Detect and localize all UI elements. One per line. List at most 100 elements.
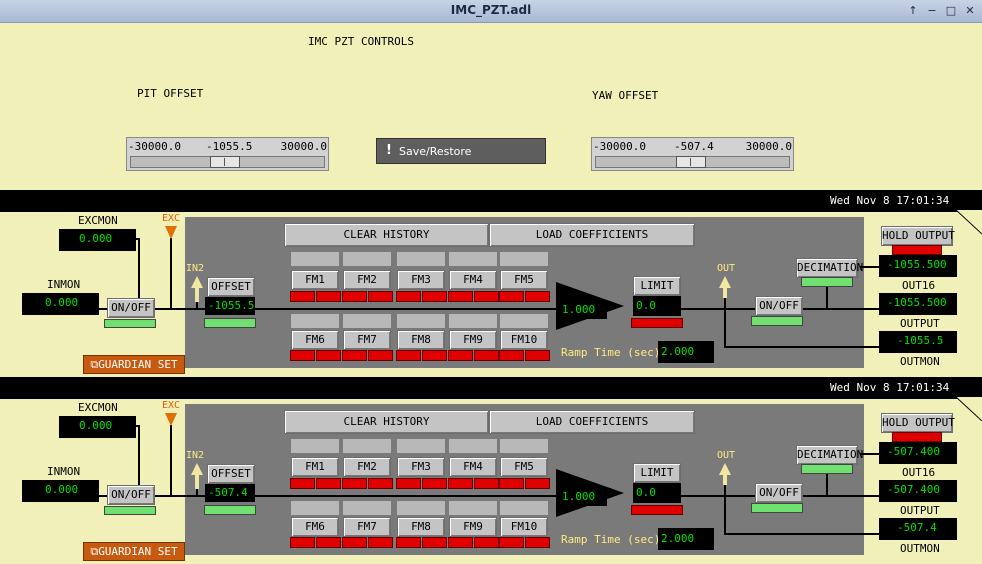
fm9-button[interactable]: FM9	[449, 517, 497, 537]
wire	[196, 300, 198, 310]
out-label: OUT	[717, 450, 736, 461]
pit-offset-label: PIT OFFSET	[137, 87, 204, 100]
maximize-window-icon[interactable]: □	[945, 4, 957, 17]
input-onoff-button[interactable]: ON/OFF	[107, 485, 155, 505]
yaw-offset-slider[interactable]: -30000.0 -507.4 30000.0	[591, 137, 794, 171]
fm2-button[interactable]: FM2	[343, 457, 391, 477]
fm-indicator	[500, 314, 548, 328]
pit-offset-slider[interactable]: -30000.0 -1055.5 30000.0	[126, 137, 329, 171]
out16-value: -1055.500	[879, 255, 957, 277]
ramp-time-label: Ramp Time (sec):	[561, 533, 667, 546]
exc-arrow-icon[interactable]	[165, 413, 177, 427]
fm-status-led	[422, 478, 447, 489]
output-onoff-button[interactable]: ON/OFF	[755, 296, 803, 316]
fm-status-led	[474, 537, 499, 548]
fm6-button[interactable]: FM6	[291, 517, 339, 537]
decimation-button[interactable]: DECIMATION	[796, 258, 863, 278]
wire	[724, 346, 880, 348]
fm-status-led	[474, 350, 499, 361]
decimation-button[interactable]: DECIMATION	[796, 445, 863, 465]
fm7-button[interactable]: FM7	[343, 330, 391, 350]
raise-window-icon[interactable]: ↑	[908, 4, 918, 17]
window-titlebar[interactable]: IMC_PZT.adl ↑ − □ ✕	[0, 0, 982, 23]
fm-status-led	[448, 478, 473, 489]
gain-value[interactable]: 1.000	[559, 488, 607, 506]
limit-value[interactable]: 0.0	[633, 296, 681, 316]
fm-status-led	[448, 350, 473, 361]
limit-button[interactable]: LIMIT	[633, 276, 681, 296]
fm5-button[interactable]: FM5	[500, 457, 548, 477]
offset-button[interactable]: OFFSET	[207, 464, 255, 484]
offset-value: -1055.5	[205, 297, 255, 315]
save-restore-button[interactable]: ! Save/Restore	[376, 138, 546, 164]
limit-value[interactable]: 0.0	[633, 483, 681, 503]
output-onoff-button[interactable]: ON/OFF	[755, 483, 803, 503]
fm8-button[interactable]: FM8	[397, 517, 445, 537]
wire	[99, 495, 559, 497]
fm5-button[interactable]: FM5	[500, 270, 548, 290]
fm-status-led	[368, 478, 393, 489]
fm-indicator	[343, 252, 391, 266]
limit-status-led	[631, 318, 683, 328]
offset-button[interactable]: OFFSET	[207, 277, 255, 297]
wire	[170, 425, 172, 495]
in2-arrow-icon[interactable]	[191, 463, 203, 489]
inmon-label: INMON	[47, 278, 81, 291]
fm-status-led	[448, 291, 473, 302]
fm10-button[interactable]: FM10	[500, 330, 548, 350]
pit-slider-thumb[interactable]	[210, 156, 240, 168]
decimation-status-led	[801, 464, 853, 474]
hold-output-button[interactable]: HOLD OUTPUT	[881, 413, 955, 433]
fm-indicator	[291, 252, 339, 266]
fm6-button[interactable]: FM6	[291, 330, 339, 350]
yaw-slider-thumb[interactable]	[676, 156, 706, 168]
gain-value[interactable]: 1.000	[559, 301, 607, 319]
fm9-button[interactable]: FM9	[449, 330, 497, 350]
filter-header-bar	[0, 377, 982, 399]
limit-button[interactable]: LIMIT	[633, 463, 681, 483]
ramp-time-value[interactable]: 2.000	[658, 341, 714, 363]
input-status-led	[104, 319, 156, 328]
out-arrow-icon	[719, 276, 731, 298]
guardian-set-button[interactable]: ⧉GUARDIAN SET	[83, 542, 185, 561]
fm3-button[interactable]: FM3	[397, 457, 445, 477]
hold-output-button[interactable]: HOLD OUTPUT	[881, 226, 955, 246]
fm-status-led	[525, 291, 550, 302]
minimize-window-icon[interactable]: −	[927, 4, 937, 17]
input-onoff-button[interactable]: ON/OFF	[107, 298, 155, 318]
fm3-button[interactable]: FM3	[397, 270, 445, 290]
fm-status-led	[422, 350, 447, 361]
guardian-set-button[interactable]: ⧉GUARDIAN SET	[83, 355, 185, 374]
fm1-button[interactable]: FM1	[291, 270, 339, 290]
page-title: IMC PZT CONTROLS	[308, 35, 414, 48]
clear-history-button[interactable]: CLEAR HISTORY	[284, 223, 489, 247]
fm2-button[interactable]: FM2	[343, 270, 391, 290]
fm-status-led	[525, 537, 550, 548]
fm1-button[interactable]: FM1	[291, 457, 339, 477]
outmon-label: OUTMON	[900, 355, 940, 368]
ramp-time-value[interactable]: 2.000	[658, 528, 714, 550]
fm-status-led	[396, 350, 421, 361]
in2-label: IN2	[186, 450, 205, 461]
fm4-button[interactable]: FM4	[449, 270, 497, 290]
wire	[860, 266, 880, 268]
fm10-button[interactable]: FM10	[500, 517, 548, 537]
in2-label: IN2	[186, 263, 205, 274]
load-coefficients-button[interactable]: LOAD COEFFICIENTS	[489, 410, 695, 434]
fm7-button[interactable]: FM7	[343, 517, 391, 537]
fm-indicator	[449, 314, 497, 328]
load-coefficients-button[interactable]: LOAD COEFFICIENTS	[489, 223, 695, 247]
fm-indicator	[343, 501, 391, 515]
excmon-value: 0.000	[59, 229, 136, 251]
yaw-slider-max: 30000.0	[745, 140, 792, 153]
fm4-button[interactable]: FM4	[449, 457, 497, 477]
fm-status-led	[342, 291, 367, 302]
wire	[138, 425, 140, 497]
clear-history-button[interactable]: CLEAR HISTORY	[284, 410, 489, 434]
close-window-icon[interactable]: ✕	[965, 4, 975, 17]
fm8-button[interactable]: FM8	[397, 330, 445, 350]
wire	[724, 533, 880, 535]
in2-arrow-icon[interactable]	[191, 276, 203, 302]
exc-arrow-icon[interactable]	[165, 226, 177, 240]
output-status-led	[751, 503, 803, 513]
